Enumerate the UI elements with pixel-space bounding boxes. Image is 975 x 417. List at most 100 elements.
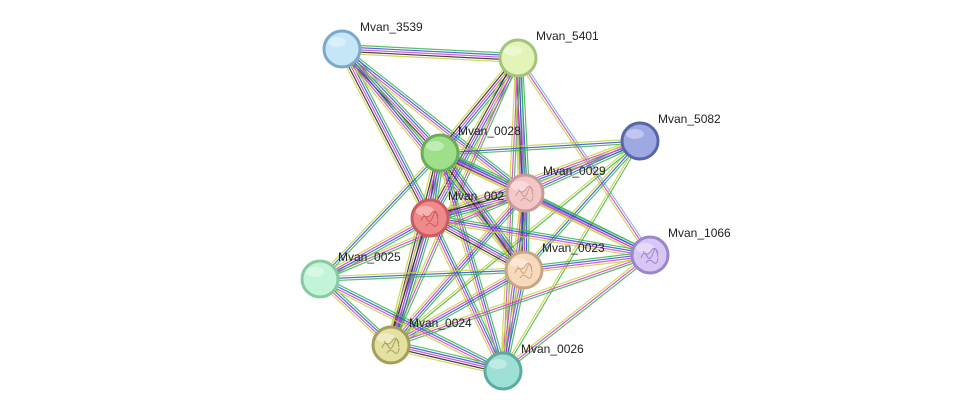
edge-evidence-line <box>386 151 437 345</box>
edge-evidence-line <box>525 141 641 195</box>
edge-evidence-line <box>524 193 650 257</box>
node-Mvan_1066[interactable]: Mvan_1066 <box>630 226 731 275</box>
edge-Mvan_1066-Mvan_0024[interactable] <box>390 252 651 348</box>
nodes-layer: Mvan_3539Mvan_5401Mvan_5082Mvan_0028Mvan… <box>300 20 731 391</box>
node-circle[interactable] <box>300 259 340 299</box>
edge-Mvan_5082-Mvan_0024[interactable] <box>389 139 642 347</box>
edge-evidence-line <box>432 216 507 370</box>
node-Mvan_0025[interactable]: Mvan_0025 <box>300 250 401 299</box>
edge-evidence-line <box>525 191 651 255</box>
node-Mvan_002[interactable]: Mvan_002 <box>410 189 504 238</box>
edge-evidence-line <box>339 51 524 197</box>
edge-Mvan_0023-Mvan_0024[interactable] <box>389 266 526 349</box>
edge-evidence-line <box>342 44 519 55</box>
edge-Mvan_0023-Mvan_1066[interactable] <box>523 251 651 274</box>
edge-evidence-line <box>442 151 507 371</box>
protein-structure-icon <box>515 185 534 202</box>
node-label: Mvan_5082 <box>658 112 721 126</box>
edge-Mvan_0023-Mvan_0025[interactable] <box>319 267 525 282</box>
edge-evidence-line <box>523 137 639 191</box>
edge-evidence-line <box>342 46 519 57</box>
node-circle[interactable] <box>504 250 544 290</box>
edge-evidence-line <box>390 268 524 345</box>
edge-evidence-line <box>517 57 651 256</box>
node-circle[interactable] <box>498 38 538 78</box>
node-circle[interactable] <box>620 121 660 161</box>
edge-Mvan_5082-Mvan_0026[interactable] <box>501 140 642 372</box>
edge-evidence-line <box>320 271 525 282</box>
edge-evidence-line <box>502 254 651 372</box>
edge-Mvan_5401-Mvan_1066[interactable] <box>515 56 653 257</box>
edge-evidence-line <box>321 220 432 283</box>
protein-structure-icon <box>381 337 400 354</box>
edge-evidence-line <box>388 190 523 344</box>
node-Mvan_3539[interactable]: Mvan_3539 <box>322 20 423 69</box>
node-Mvan_5082[interactable]: Mvan_5082 <box>620 112 721 161</box>
edge-Mvan_3539-Mvan_5401[interactable] <box>341 44 519 63</box>
edge-evidence-line <box>425 55 515 217</box>
node-circle[interactable] <box>630 235 670 275</box>
edge-evidence-line <box>429 220 650 259</box>
node-Mvan_0028[interactable]: Mvan_0028 <box>420 124 521 173</box>
edge-Mvan_002-Mvan_0026[interactable] <box>426 216 507 373</box>
node-circle[interactable] <box>483 351 523 391</box>
edge-Mvan_3539-Mvan_0029[interactable] <box>339 45 528 197</box>
node-circle[interactable] <box>505 173 545 213</box>
edge-Mvan_5082-Mvan_0029[interactable] <box>523 137 642 197</box>
node-highlight <box>626 129 644 139</box>
edge-evidence-line <box>319 269 525 280</box>
edge-evidence-line <box>386 216 427 344</box>
edge-evidence-line <box>526 189 652 253</box>
edge-Mvan_5082-Mvan_0028[interactable] <box>439 138 641 156</box>
node-highlight <box>426 141 444 151</box>
edge-evidence-line <box>437 56 517 152</box>
node-Mvan_0023[interactable]: Mvan_0023 <box>504 241 605 290</box>
edge-Mvan_002-Mvan_0024[interactable] <box>386 216 435 347</box>
edges-layer <box>317 44 653 376</box>
edge-evidence-line <box>341 50 518 61</box>
edge-evidence-line <box>439 140 641 154</box>
edge-evidence-line <box>318 214 429 277</box>
node-highlight <box>504 46 522 56</box>
edge-evidence-line <box>503 256 652 374</box>
edge-evidence-line <box>524 255 651 272</box>
edge-evidence-line <box>320 218 431 281</box>
edge-Mvan_0028-Mvan_0025[interactable] <box>317 151 443 281</box>
node-highlight <box>328 37 346 47</box>
node-Mvan_5401[interactable]: Mvan_5401 <box>498 29 599 78</box>
node-circle[interactable] <box>420 133 460 173</box>
node-circle[interactable] <box>410 198 450 238</box>
edge-evidence-line <box>440 142 641 156</box>
edge-Mvan_3539-Mvan_002[interactable] <box>337 46 435 221</box>
edge-evidence-line <box>427 56 517 218</box>
edge-evidence-line <box>341 48 519 59</box>
edge-evidence-line <box>319 279 503 373</box>
edge-evidence-line <box>515 58 649 257</box>
node-Mvan_0024[interactable]: Mvan_0024 <box>371 316 472 365</box>
edge-evidence-line <box>319 267 524 278</box>
node-circle[interactable] <box>371 325 411 365</box>
protein-structure-icon <box>640 247 659 264</box>
edge-evidence-line <box>390 217 431 346</box>
edge-Mvan_002-Mvan_0025[interactable] <box>318 214 432 283</box>
node-Mvan_0029[interactable]: Mvan_0029 <box>505 164 606 213</box>
edge-Mvan_002-Mvan_1066[interactable] <box>429 214 651 259</box>
edge-Mvan_5082-Mvan_0023[interactable] <box>521 139 643 272</box>
edge-evidence-line <box>389 139 640 345</box>
node-highlight <box>489 359 507 369</box>
edge-evidence-line <box>390 57 519 346</box>
node-label: Mvan_002 <box>448 189 504 203</box>
node-label: Mvan_0023 <box>542 241 605 255</box>
node-highlight <box>510 258 528 268</box>
edge-evidence-line <box>342 47 527 193</box>
node-label: Mvan_0025 <box>338 250 401 264</box>
node-Mvan_0026[interactable]: Mvan_0026 <box>483 342 584 391</box>
node-circle[interactable] <box>322 29 362 69</box>
edge-evidence-line <box>388 152 439 345</box>
edge-evidence-line <box>392 58 521 347</box>
edge-evidence-line <box>523 253 650 270</box>
edge-evidence-line <box>504 58 521 372</box>
edge-Mvan_1066-Mvan_0026[interactable] <box>501 252 652 374</box>
